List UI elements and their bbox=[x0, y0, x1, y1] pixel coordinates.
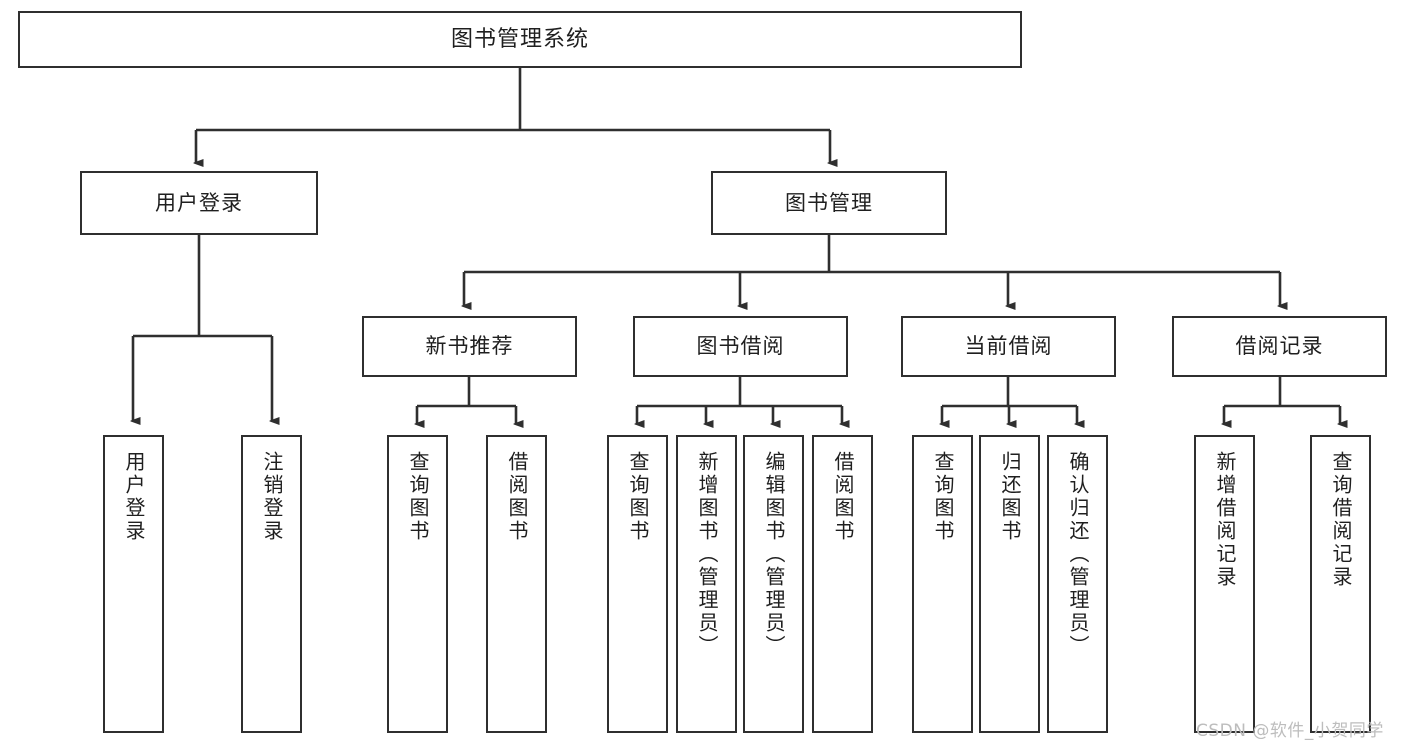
csdn-watermark: CSDN @软件_小贺同学 bbox=[1196, 721, 1384, 741]
leaf-confirm-return-admin[interactable]: 确认归还（管理员） bbox=[1047, 435, 1108, 733]
leaf-query-book-current[interactable]: 查询图书 bbox=[912, 435, 973, 733]
node-user-login[interactable]: 用户登录 bbox=[80, 171, 318, 235]
leaf-add-borrow-record[interactable]: 新增借阅记录 bbox=[1194, 435, 1255, 733]
node-current-borrow[interactable]: 当前借阅 bbox=[901, 316, 1116, 377]
node-root-system[interactable]: 图书管理系统 bbox=[18, 11, 1022, 68]
node-label: 用户登录 bbox=[122, 451, 146, 543]
node-borrow-record[interactable]: 借阅记录 bbox=[1172, 316, 1387, 377]
leaf-user-login[interactable]: 用户登录 bbox=[103, 435, 164, 733]
node-label: 新增图书（管理员） bbox=[695, 451, 719, 658]
node-label: 新增借阅记录 bbox=[1213, 451, 1237, 589]
leaf-logout[interactable]: 注销登录 bbox=[241, 435, 302, 733]
node-label: 借阅记录 bbox=[1235, 334, 1324, 359]
node-label: 查询借阅记录 bbox=[1329, 451, 1353, 589]
node-label: 借阅图书 bbox=[505, 451, 529, 543]
leaf-query-book-recommend[interactable]: 查询图书 bbox=[387, 435, 448, 733]
node-label: 查询图书 bbox=[406, 451, 430, 543]
node-label: 借阅图书 bbox=[831, 451, 855, 543]
leaf-query-book-borrow[interactable]: 查询图书 bbox=[607, 435, 668, 733]
node-label: 图书管理系统 bbox=[450, 26, 589, 52]
node-label: 查询图书 bbox=[931, 451, 955, 543]
node-book-borrow[interactable]: 图书借阅 bbox=[633, 316, 848, 377]
leaf-edit-book-admin[interactable]: 编辑图书（管理员） bbox=[743, 435, 804, 733]
leaf-borrow-book-recommend[interactable]: 借阅图书 bbox=[486, 435, 547, 733]
node-new-book-recommend[interactable]: 新书推荐 bbox=[362, 316, 577, 377]
node-book-management[interactable]: 图书管理 bbox=[711, 171, 947, 235]
node-label: 注销登录 bbox=[260, 451, 284, 543]
node-label: 新书推荐 bbox=[425, 334, 514, 359]
node-label: 确认归还（管理员） bbox=[1066, 451, 1090, 658]
leaf-borrow-book[interactable]: 借阅图书 bbox=[812, 435, 873, 733]
node-label: 当前借阅 bbox=[964, 334, 1053, 359]
node-label: 用户登录 bbox=[155, 190, 243, 215]
leaf-return-book[interactable]: 归还图书 bbox=[979, 435, 1040, 733]
node-label: 图书管理 bbox=[785, 190, 873, 215]
leaf-query-borrow-record[interactable]: 查询借阅记录 bbox=[1310, 435, 1371, 733]
node-label: 编辑图书（管理员） bbox=[762, 451, 786, 658]
leaf-add-book-admin[interactable]: 新增图书（管理员） bbox=[676, 435, 737, 733]
node-label: 查询图书 bbox=[626, 451, 650, 543]
node-label: 归还图书 bbox=[998, 451, 1022, 543]
node-label: 图书借阅 bbox=[696, 334, 785, 359]
